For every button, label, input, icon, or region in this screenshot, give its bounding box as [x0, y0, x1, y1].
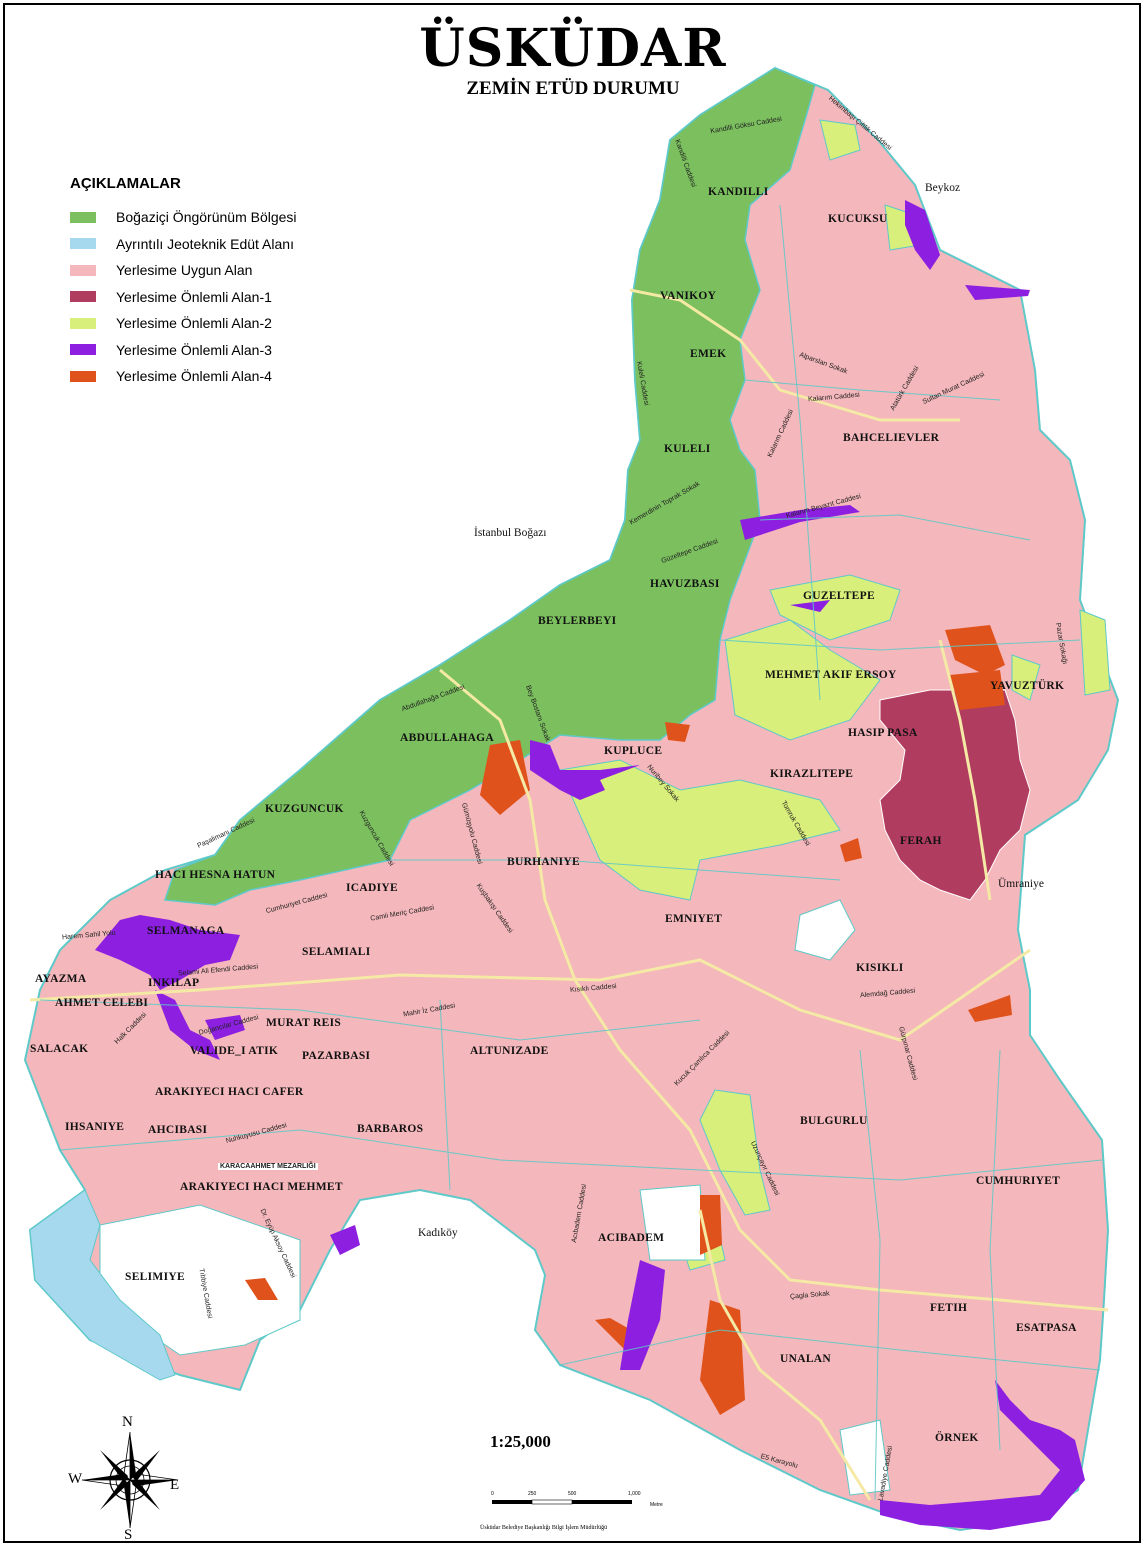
map-frame — [3, 3, 1141, 1543]
legend-label: Yerlesime Önlemli Alan-1 — [116, 288, 272, 305]
neighborhood-label: ARAKIYECI HACI CAFER — [155, 1086, 304, 1098]
neighborhood-label: AHMET CELEBI — [55, 997, 149, 1009]
street-label: KARACAAHMET MEZARLIĞI — [218, 1163, 318, 1170]
legend-heading: AÇIKLAMALAR — [70, 175, 181, 192]
scale-ratio: 1:25,000 — [490, 1432, 551, 1451]
neighborhood-label: SELAMIALI — [302, 946, 371, 958]
compass-w: W — [68, 1471, 83, 1487]
place-label: İstanbul Boğazı — [474, 527, 547, 539]
neighborhood-label: KISIKLI — [856, 962, 904, 974]
roads — [29, 288, 1109, 1501]
neighborhood-label: SELIMIYE — [125, 1271, 185, 1283]
neighborhood-label: PAZARBASI — [302, 1050, 371, 1062]
legend-label: Yerlesime Önlemli Alan-4 — [116, 368, 272, 385]
map-title: ÜSKÜDAR — [419, 18, 727, 79]
legend-item: Yerlesime Önlemli Alan-2 — [70, 310, 297, 337]
credit-text: Üsküdar Belediye Başkanlığı Bilgi İşlem … — [480, 1525, 608, 1531]
scale-tick: 0 — [491, 1491, 494, 1497]
boundaries — [39, 204, 1103, 1501]
neighborhood-label: KANDILLI — [708, 186, 769, 198]
legend-item: Boğaziçi Öngörünüm Bölgesi — [70, 204, 297, 231]
legend-label: Yerlesime Uygun Alan — [116, 262, 253, 279]
neighborhood-label: VANIKOY — [660, 290, 717, 302]
neighborhood-label: KULELI — [664, 443, 711, 455]
legend: AÇIKLAMALAR Boğaziçi Öngörünüm Bölgesi A… — [70, 175, 297, 390]
neighborhood-label: MEHMET AKIF ERSOY — [765, 669, 897, 681]
neighborhood-label: ABDULLAHAGA — [400, 732, 495, 744]
scale-unit: Metre — [650, 1502, 663, 1508]
place-label: Kadıköy — [418, 1227, 458, 1239]
neighborhood-label: CUMHURIYET — [976, 1175, 1061, 1187]
neighborhood-label: UNALAN — [780, 1353, 831, 1365]
neighborhood-label: ÖRNEK — [935, 1432, 979, 1444]
neighborhood-label: KUCUKSU — [828, 213, 888, 225]
legend-swatch — [70, 317, 96, 329]
neighborhood-label: ARAKIYECI HACI MEHMET — [180, 1181, 343, 1193]
legend-swatch — [70, 344, 96, 356]
neighborhood-label: INKILAP — [148, 977, 200, 989]
compass-e: E — [170, 1477, 180, 1493]
zone-onlemli-1 — [879, 689, 1031, 901]
neighborhood-label: KUZGUNCUK — [265, 803, 344, 815]
neighborhood-label: YAVUZTÜRK — [990, 680, 1065, 692]
neighborhood-label: EMNIYET — [665, 913, 723, 925]
legend-label: Ayrıntılı Jeoteknik Edüt Alanı — [116, 235, 294, 252]
neighborhood-label: ICADIYE — [346, 882, 398, 894]
neighborhood-label: BULGURLU — [800, 1115, 868, 1127]
compass-rose-icon — [81, 1431, 179, 1529]
neighborhood-label: ESATPASA — [1016, 1322, 1077, 1334]
legend-label: Yerlesime Önlemli Alan-2 — [116, 315, 272, 332]
legend-item: Yerlesime Önlemli Alan-3 — [70, 337, 297, 364]
neighborhood-label: VALIDE_I ATIK — [190, 1045, 279, 1057]
neighborhood-label: GUZELTEPE — [803, 590, 875, 602]
legend-swatch — [70, 264, 96, 276]
place-label: Beykoz — [925, 182, 961, 194]
zone-onlemli-3 — [95, 200, 1085, 1530]
neighborhood-label: FERAH — [900, 835, 942, 847]
legend-swatch — [70, 238, 96, 250]
scale-tick: 500 — [568, 1491, 577, 1497]
place-label: Ümraniye — [998, 878, 1044, 890]
neighborhood-label: AYAZMA — [35, 973, 87, 985]
legend-item: Yerlesime Önlemli Alan-1 — [70, 284, 297, 311]
neighborhood-label: ALTUNIZADE — [470, 1045, 549, 1057]
neighborhood-label: BARBAROS — [357, 1123, 424, 1135]
zone-bogazici — [163, 67, 816, 906]
scale-bar — [492, 1499, 632, 1505]
zone-jeoteknik — [29, 1189, 176, 1381]
legend-swatch — [70, 211, 96, 223]
neighborhood-label: KIRAZLITEPE — [770, 768, 854, 780]
compass-s: S — [124, 1527, 133, 1543]
neighborhood-label: ACIBADEM — [598, 1232, 665, 1244]
neighborhood-label: BEYLERBEYI — [538, 615, 617, 627]
legend-item: Ayrıntılı Jeoteknik Edüt Alanı — [70, 231, 297, 258]
legend-swatch — [70, 370, 96, 382]
neighborhood-label: MURAT REIS — [266, 1017, 342, 1029]
neighborhood-label: FETIH — [930, 1302, 968, 1314]
legend-label: Yerlesime Önlemli Alan-3 — [116, 341, 272, 358]
neighborhood-label: SELMANAGA — [147, 925, 225, 937]
map-subtitle: ZEMİN ETÜD DURUMU — [466, 78, 680, 99]
legend-item: Yerlesime Önlemli Alan-4 — [70, 363, 297, 390]
neighborhood-label: EMEK — [690, 348, 727, 360]
legend-label: Boğaziçi Öngörünüm Bölgesi — [116, 209, 297, 226]
neighborhood-label: AHCIBASI — [148, 1124, 208, 1136]
legend-item: Yerlesime Uygun Alan — [70, 257, 297, 284]
neighborhood-label: IHSANIYE — [65, 1121, 125, 1133]
neighborhood-label: KUPLUCE — [604, 745, 663, 757]
scale-tick: 250 — [528, 1491, 537, 1497]
neighborhood-label: BURHANIYE — [507, 856, 580, 868]
neighborhood-label: HACI HESNA HATUN — [155, 869, 276, 881]
zone-onlemli-4 — [245, 625, 1012, 1415]
compass-n: N — [122, 1414, 133, 1430]
scale-tick: 1,000 — [628, 1491, 641, 1497]
neighborhood-label: HAVUZBASI — [650, 578, 720, 590]
neighborhood-label: BAHCELIEVLER — [843, 432, 940, 444]
zone-unclassified — [99, 899, 891, 1496]
neighborhood-label: HASIP PASA — [848, 727, 918, 739]
legend-swatch — [70, 291, 96, 303]
neighborhood-label: SALACAK — [30, 1043, 89, 1055]
